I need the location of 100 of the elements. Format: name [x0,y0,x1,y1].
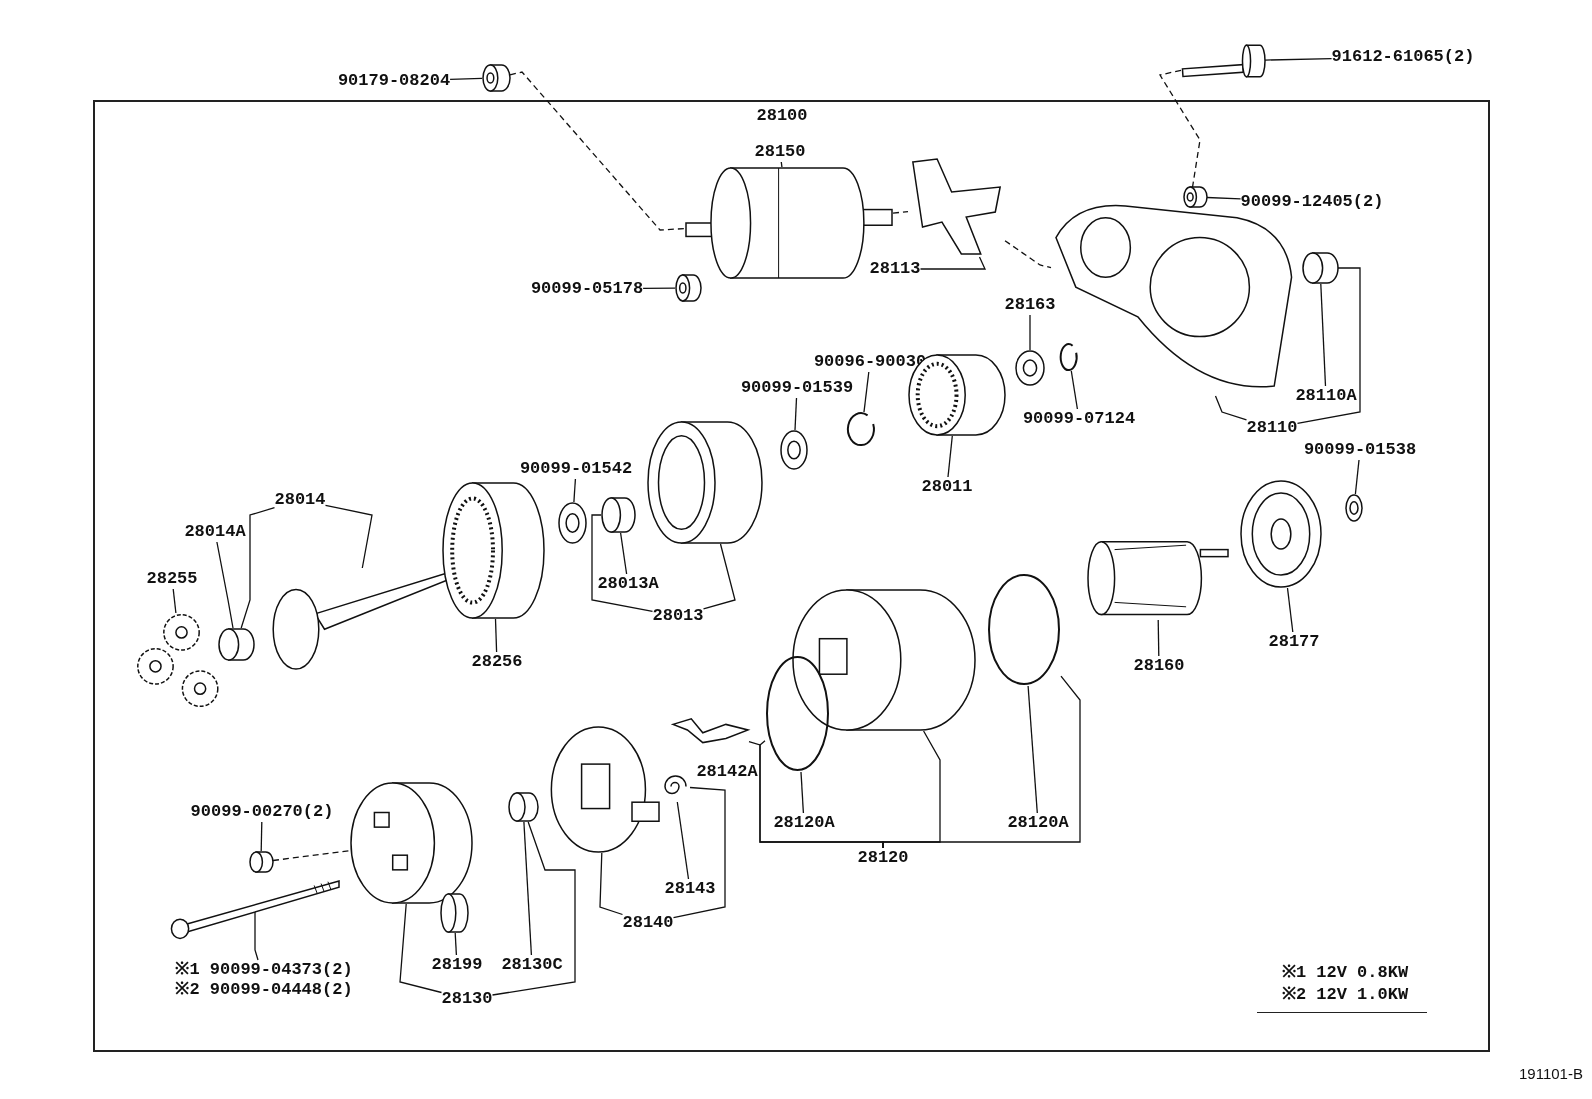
snap-ring-drawing [848,412,876,446]
leader-line [1320,283,1327,387]
part-number: 28256 [471,652,523,672]
assembly-number: 28100 [756,106,808,126]
part-number: 28011 [921,477,973,497]
part-number: 91612-61065(2) [1331,47,1475,67]
part-number: 90099-05178 [530,279,644,299]
part-number: 90099-07124 [1022,409,1136,429]
leader-line [454,932,458,956]
through-bolt-drawing [168,878,340,940]
bushing-drawing [218,628,254,661]
bushing-drawing [601,497,635,533]
part-number: 28014A [184,522,246,542]
leader-line [591,514,654,612]
part-number: 28160 [1133,656,1185,676]
part-number: 28199 [431,955,483,975]
washer-drawing [780,430,808,470]
leader-line [1264,57,1333,61]
snap-ring-drawing [1060,343,1078,371]
leader-line [491,821,576,996]
leader-line [494,618,498,653]
part-number: 90096-90030 [813,352,927,372]
part-number: 28120 [857,848,909,868]
drawing-number: 191101-B [1519,1064,1583,1084]
washer-drawing [558,502,587,544]
o-ring-drawing [765,655,830,772]
leader-line [449,77,483,80]
part-number: 90179-08204 [337,71,451,91]
part-number: 28130C [501,955,563,975]
leader-line [863,371,870,413]
yoke-drawing [792,589,975,731]
leader-line [619,532,628,575]
nut-drawing [1183,186,1207,208]
part-number: ※1 90099-04373(2) [175,960,353,980]
bushing-drawing [508,792,538,822]
part-number: 28142A [696,762,758,782]
part-number: 28013A [597,574,659,594]
strip-drawing [672,716,749,744]
part-number: 90099-00270(2) [190,802,334,822]
alignment-line [892,210,909,214]
leader-line [642,287,676,290]
part-number: 28110 [1246,418,1298,438]
housing-drawing [647,421,762,544]
leader-line [523,821,533,956]
alignment-line [272,850,351,862]
leader-line [240,507,276,629]
part-number: 90099-01538 [1303,440,1417,460]
part-number: 28143 [664,879,716,899]
leader-line [599,852,624,916]
part-number: 28013 [652,606,704,626]
leader-line [794,397,798,431]
leader-line [1027,685,1038,814]
screw-drawing [440,893,468,933]
o-ring-drawing [987,573,1061,686]
leader-line [672,786,726,919]
leader-line [919,256,986,270]
leader-line [882,675,1081,849]
part-number: 28110A [1295,386,1357,406]
nut-drawing [482,64,510,92]
note-text: ※2 12V 1.0KW [1281,985,1409,1005]
part-number: 28140 [622,913,674,933]
part-number: 28177 [1268,632,1320,652]
leader-line [1157,619,1160,657]
leader-line [702,543,736,610]
part-number: ※2 90099-04448(2) [175,980,353,1000]
leader-line [1296,267,1361,425]
leader-line [780,161,783,168]
part-number: 90099-01542 [519,459,633,479]
alignment-line [1004,240,1052,269]
leader-line [1070,370,1079,410]
leader-line [1206,196,1242,200]
part-number: 28113 [869,259,921,279]
leader-line [260,821,263,852]
assembly-frame [93,100,1490,1052]
part-number: 28255 [146,569,198,589]
leader-line [800,771,805,814]
leader-line [573,478,577,503]
leader-line [1214,395,1248,421]
leader-line [1286,587,1294,633]
screw-drawing [249,851,273,873]
part-number: 90099-12405(2) [1240,192,1384,212]
part-number: 90099-01539 [740,378,854,398]
nut-drawing [675,274,701,302]
part-number: 28163 [1004,295,1056,315]
washer-drawing [1015,350,1045,386]
leader-line [676,801,690,880]
internal-gear-drawing [442,482,544,619]
part-number: 28150 [754,142,806,162]
leader-line [1029,314,1031,351]
part-number: 28014 [274,490,326,510]
leader-line [1354,459,1360,495]
note-text: ※1 12V 0.8KW [1281,963,1409,983]
part-number: 28120A [1007,813,1069,833]
brush-holder-drawing [548,726,660,853]
alignment-line [509,71,686,231]
leader-line [216,541,234,629]
part-number: 28130 [441,989,493,1009]
leader-line [172,588,177,614]
leader-line [947,435,953,478]
leader-line [399,903,443,994]
